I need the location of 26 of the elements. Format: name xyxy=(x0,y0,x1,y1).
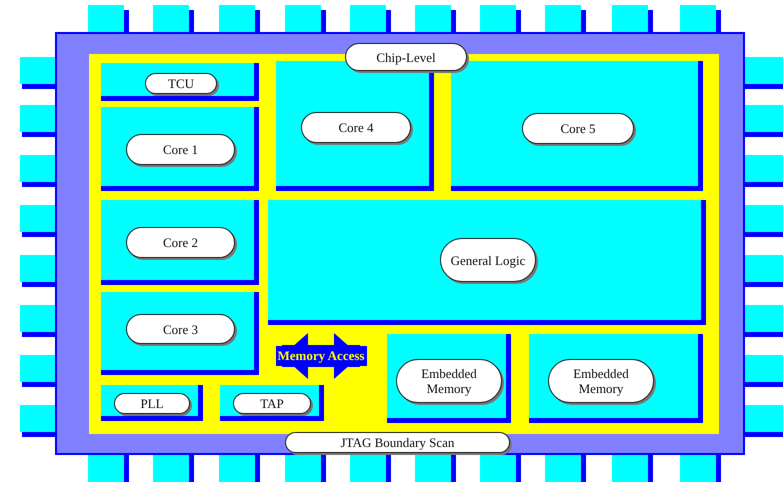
pll-block xyxy=(101,385,203,421)
block-label: Core 2 xyxy=(126,227,235,258)
block-label: General Logic xyxy=(440,238,536,282)
block-label: PLL xyxy=(114,393,190,414)
boundary-scan-ring xyxy=(55,32,745,455)
block-label: Core 1 xyxy=(126,134,235,165)
memory-block xyxy=(387,334,511,423)
memory-block xyxy=(529,334,703,423)
block-label: TCU xyxy=(145,73,217,94)
edge-label: Memory Access xyxy=(276,346,366,366)
core-block xyxy=(101,292,259,375)
double-arrow xyxy=(282,333,360,379)
tcu-block xyxy=(101,63,259,101)
block-label: TAP xyxy=(233,393,311,414)
tap-block xyxy=(220,385,324,421)
chip-label: Chip-Level xyxy=(345,43,467,71)
block-label: Core 3 xyxy=(126,314,235,344)
block-label: Embedded Memory xyxy=(396,359,502,403)
core-block xyxy=(451,61,703,191)
core-block xyxy=(101,107,259,191)
block-label: Core 5 xyxy=(522,113,634,144)
core-block xyxy=(101,200,259,285)
logic-block xyxy=(268,200,706,325)
block-label: Core 4 xyxy=(301,112,411,143)
ring-label: JTAG Boundary Scan xyxy=(285,432,510,453)
block-label: Embedded Memory xyxy=(548,359,654,403)
